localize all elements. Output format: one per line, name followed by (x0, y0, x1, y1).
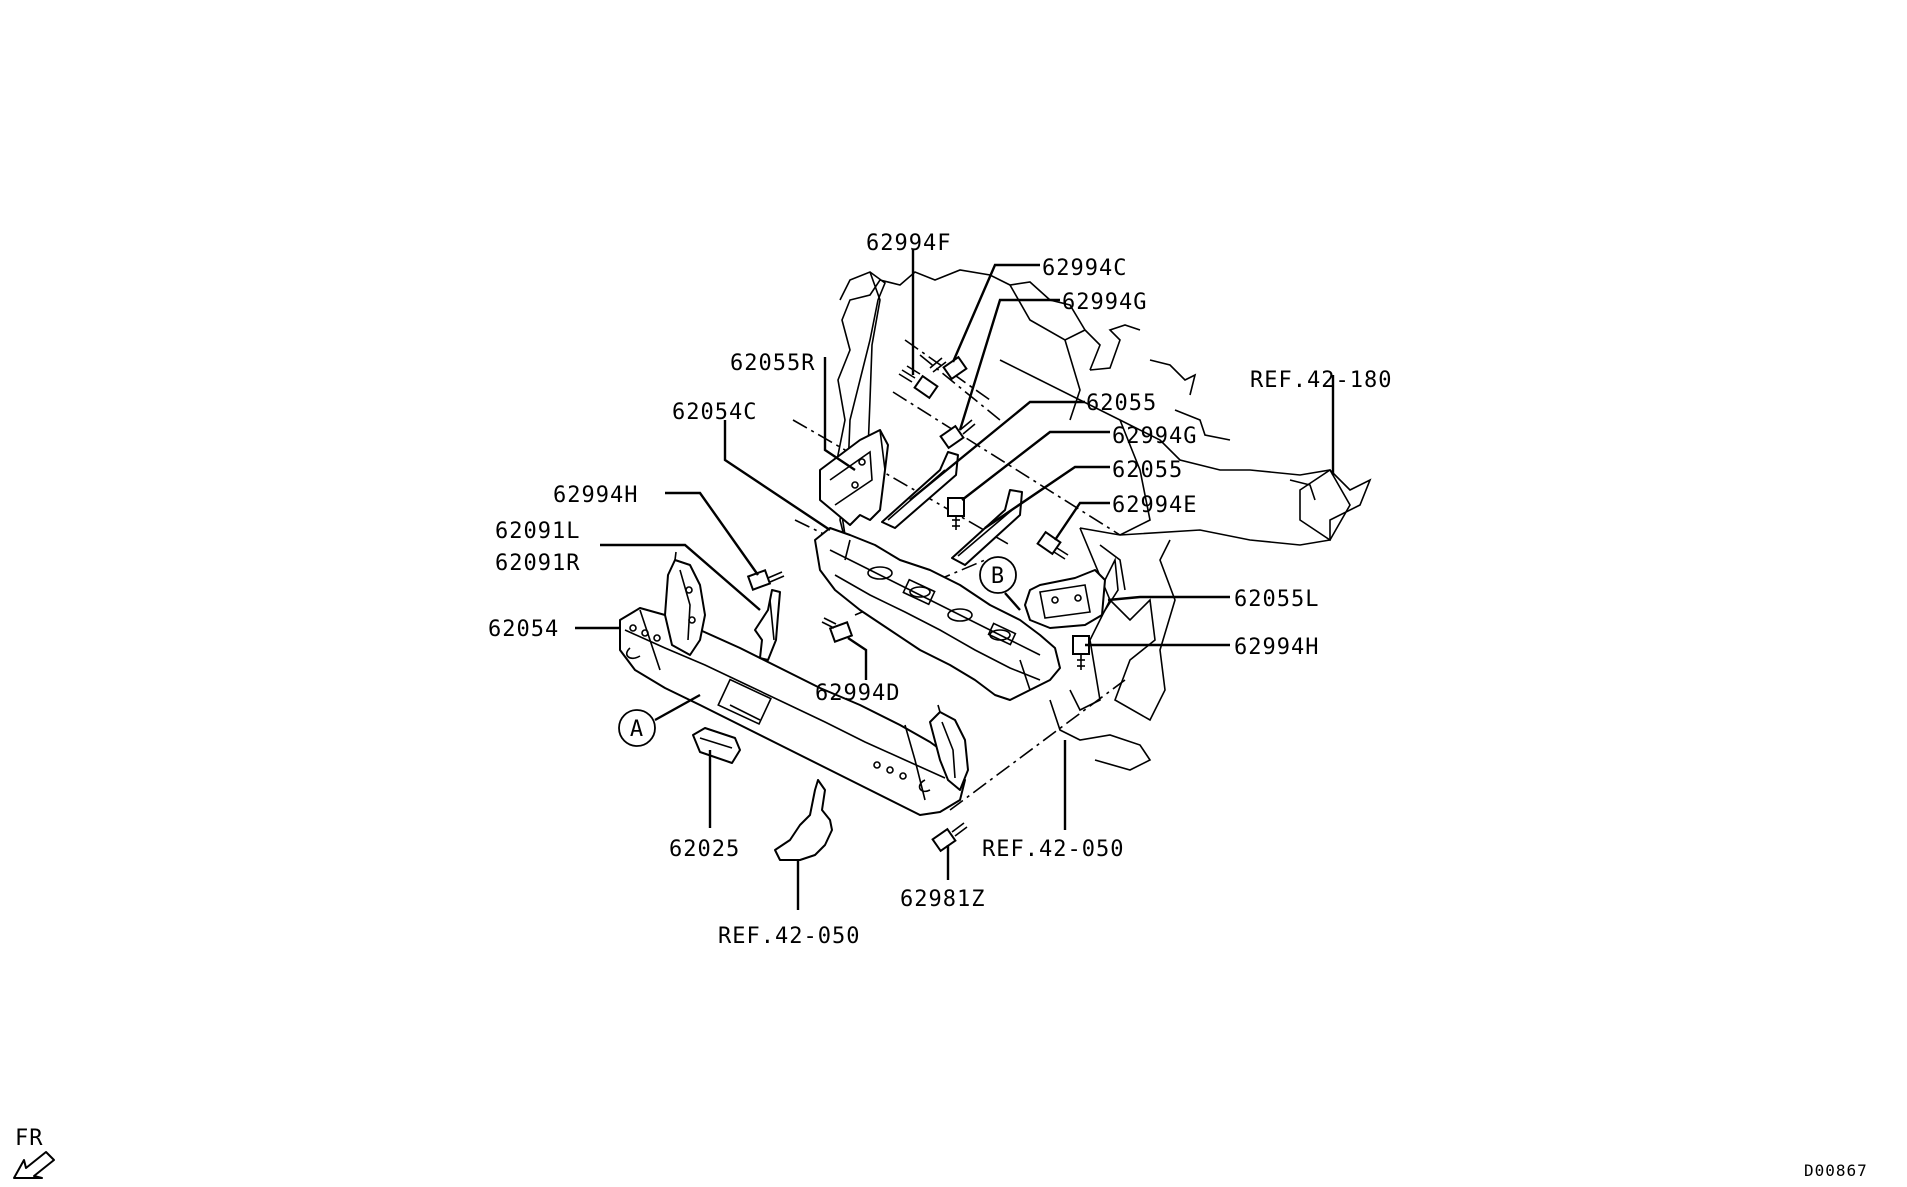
part-labels: 62994F 62994C 62994G 62055R 62054C 62055… (488, 231, 1392, 949)
label-62994F: 62994F (866, 231, 951, 256)
bolt-62994E (1036, 530, 1069, 560)
callout-b: B (979, 556, 1021, 611)
diagram-id: D00867 (1804, 1161, 1868, 1180)
label-62994C: 62994C (1042, 256, 1127, 281)
crossmember-left-bracket (664, 551, 706, 656)
crossmember-right-bracket (929, 704, 969, 791)
label-62994D: 62994D (815, 681, 900, 706)
callout-a: A (618, 693, 701, 747)
label-62055-top: 62055 (1086, 391, 1157, 416)
main-crossmember (619, 607, 966, 816)
label-62091R: 62091R (495, 551, 580, 576)
bolt-62994G-top (939, 419, 976, 450)
label-62055-mid: 62055 (1112, 458, 1183, 483)
pad-62025 (692, 727, 741, 764)
label-62055R: 62055R (730, 351, 815, 376)
front-arrow-icon (13, 1151, 55, 1179)
label-62054C: 62054C (672, 400, 757, 425)
label-62994H-right: 62994H (1234, 635, 1319, 660)
label-62025: 62025 (669, 837, 740, 862)
label-62994G-mid: 62994G (1112, 424, 1197, 449)
bolt-62994D (821, 617, 854, 643)
label-62055L: 62055L (1234, 587, 1319, 612)
orientation-label: FR (15, 1126, 44, 1151)
bolt-62994H-right (1072, 635, 1090, 670)
bracket-62055L (1024, 557, 1119, 629)
label-62981Z: 62981Z (900, 887, 985, 912)
upper-crossmember (814, 527, 1061, 701)
bracket-62055-upper (881, 451, 959, 529)
leader-lines (575, 250, 1335, 910)
body-frame-outline (834, 269, 1372, 771)
lower-panel (774, 779, 833, 861)
bolt-62994C (929, 355, 968, 381)
ref-42-050-right: REF.42-050 (982, 837, 1124, 862)
front-orientation-indicator: FR (13, 1126, 55, 1179)
label-62091L: 62091L (495, 519, 580, 544)
label-62054: 62054 (488, 617, 559, 642)
label-62994H-left: 62994H (553, 483, 638, 508)
bracket-62055R (819, 429, 889, 526)
bolt-62994H-left (746, 569, 785, 591)
ref-42-180: REF.42-180 (1250, 368, 1392, 393)
bolt-62994G-mid (947, 497, 965, 530)
bolt-62981Z (931, 822, 968, 853)
label-62994E: 62994E (1112, 493, 1197, 518)
bracket-62091 (754, 589, 781, 661)
callout-a-label: A (630, 717, 644, 742)
bolt-62994F (898, 365, 939, 400)
callout-b-label: B (991, 564, 1005, 589)
ref-42-050-bottom: REF.42-050 (718, 924, 860, 949)
label-62994G-top: 62994G (1062, 290, 1147, 315)
